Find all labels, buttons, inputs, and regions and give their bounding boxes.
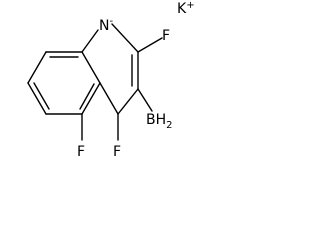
boron-hydrogen-count: 2 [166,120,172,131]
boron-symbol: B [146,112,156,128]
bond-c3-b [137,88,153,112]
counterion-charge: + [186,0,194,11]
boron-hydrogen: H [156,112,167,128]
bond-c8-c7 [27,51,47,84]
fluorine-c4-label: F [113,144,121,160]
chemical-structure: K+ N- F BH2 F F [27,0,195,160]
counterion-label: K+ [177,0,195,17]
double-bond-c7-c6 [33,82,50,110]
bond-c4a-c8a [81,51,101,84]
fluorine-c5-label: F [77,144,85,160]
bond-c5-c4a [81,82,101,115]
bond-c2-f [137,37,163,53]
fluorine-c2-label: F [162,28,170,44]
boron-label: BH2 [146,112,173,131]
bond-c7-c6 [27,82,47,115]
nitrogen-symbol: N [99,18,109,34]
bond-n1-c2 [111,23,139,53]
nitrogen-charge: - [109,16,113,27]
bond-c3-c4 [117,88,139,115]
double-bond-c5-c4a [79,83,95,110]
bond-c8a-n1 [81,29,99,53]
bond-c4-c4a [99,82,119,115]
nitrogen-label: N- [99,16,113,34]
counterion-symbol: K [177,1,187,17]
